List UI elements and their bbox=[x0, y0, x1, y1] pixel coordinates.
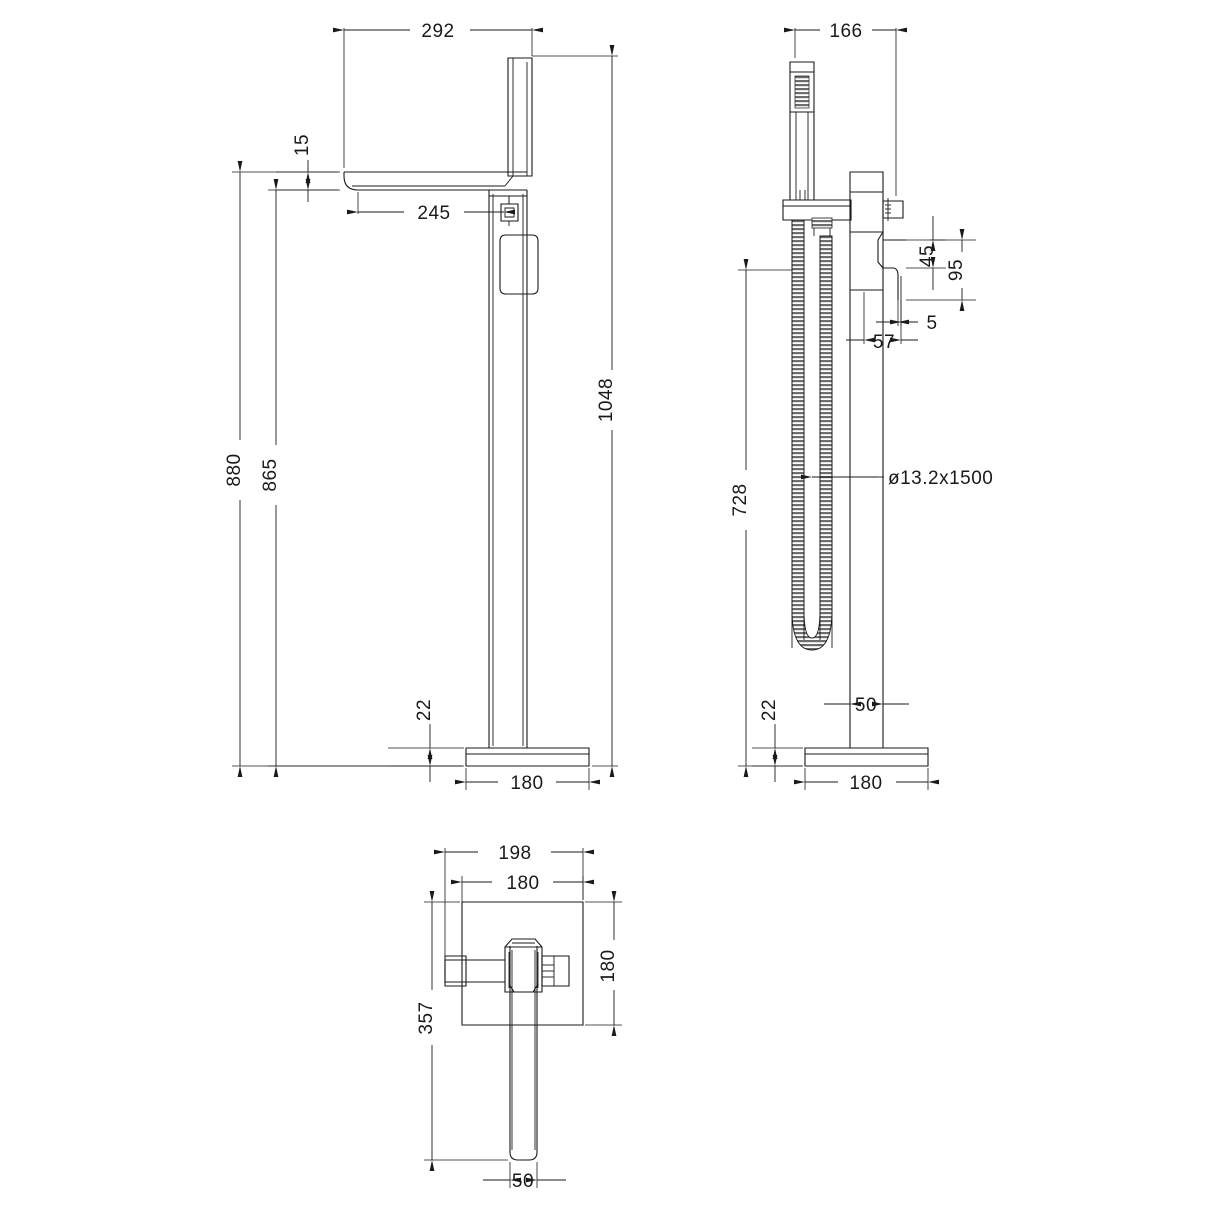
plan-column bbox=[509, 946, 538, 1161]
dim-95: 95 bbox=[906, 229, 976, 311]
dim-57: 57 bbox=[846, 292, 918, 353]
side-base-plate bbox=[804, 747, 929, 767]
dim-label-5: 5 bbox=[926, 313, 937, 334]
dim-22-left: 22 bbox=[388, 699, 464, 782]
handset-spray-face bbox=[794, 75, 810, 109]
side-spout-outlet bbox=[877, 231, 906, 300]
dim-label-357: 357 bbox=[416, 1001, 437, 1034]
view-side-elevation: 166 45 95 bbox=[730, 21, 993, 794]
dim-198: 198 bbox=[434, 843, 594, 956]
dim-180-plan-side: 180 bbox=[585, 891, 622, 1036]
dim-label-198: 198 bbox=[498, 843, 531, 864]
dim-label-865: 865 bbox=[260, 458, 281, 491]
dim-50-right: 50 bbox=[824, 690, 909, 748]
dim-357: 357 bbox=[416, 891, 508, 1171]
dim-label-728: 728 bbox=[730, 483, 751, 516]
front-spout-outlet bbox=[500, 196, 519, 226]
plan-lever-handle bbox=[541, 955, 570, 987]
plan-valve-body bbox=[504, 938, 543, 993]
dim-180-right: 180 bbox=[794, 768, 939, 794]
dim-label-180-plan-top: 180 bbox=[506, 873, 539, 894]
plan-base-plate bbox=[461, 901, 584, 1026]
hose-connector bbox=[811, 217, 833, 236]
dim-label-hose: ø13.2x1500 bbox=[888, 468, 993, 489]
dim-166: 166 bbox=[784, 21, 907, 196]
plan-spout-arm bbox=[444, 955, 505, 987]
view-front-elevation: 292 15 245 bbox=[224, 21, 618, 794]
view-plan: 198 180 180 bbox=[416, 843, 622, 1192]
dim-1048: 1048 bbox=[532, 45, 618, 777]
side-column bbox=[849, 232, 884, 748]
dim-15: 15 bbox=[276, 134, 338, 202]
dim-label-292: 292 bbox=[421, 21, 454, 42]
dim-180-plan-top: 180 bbox=[451, 873, 594, 1022]
dim-label-95: 95 bbox=[946, 259, 967, 281]
dim-label-22-right: 22 bbox=[759, 699, 780, 721]
front-lever-block bbox=[499, 234, 539, 295]
side-valve-body bbox=[849, 171, 884, 233]
dim-245: 245 bbox=[347, 192, 515, 224]
flexible-hose bbox=[791, 219, 833, 651]
dim-label-166: 166 bbox=[829, 21, 862, 42]
dim-label-45: 45 bbox=[917, 245, 938, 267]
dim-label-180-plan-side: 180 bbox=[598, 949, 619, 982]
dim-label-180-left: 180 bbox=[510, 773, 543, 794]
dim-label-50-plan: 50 bbox=[512, 1171, 534, 1192]
dim-50-plan: 50 bbox=[483, 1162, 566, 1192]
dim-label-57: 57 bbox=[873, 332, 895, 353]
dim-5: 5 bbox=[876, 300, 937, 334]
dim-292: 292 bbox=[333, 21, 543, 168]
front-spout-riser bbox=[507, 57, 533, 177]
dim-label-15: 15 bbox=[292, 134, 313, 156]
dim-45: 45 bbox=[906, 216, 946, 290]
dim-label-50-right: 50 bbox=[855, 695, 877, 716]
dim-label-880: 880 bbox=[224, 453, 245, 486]
dim-hose-spec: ø13.2x1500 bbox=[801, 468, 993, 489]
front-base-plate bbox=[465, 747, 590, 767]
front-column bbox=[488, 190, 528, 748]
dim-728: 728 bbox=[730, 259, 802, 777]
dim-865: 865 bbox=[260, 179, 462, 777]
handset bbox=[789, 61, 815, 201]
handset-holder bbox=[782, 199, 852, 221]
dim-22-right: 22 bbox=[752, 699, 803, 782]
dim-label-245: 245 bbox=[417, 203, 450, 224]
dim-label-180-right: 180 bbox=[849, 773, 882, 794]
dim-180-left: 180 bbox=[455, 768, 600, 794]
side-lever-handle bbox=[882, 198, 904, 221]
dim-label-1048: 1048 bbox=[596, 378, 617, 422]
dim-label-22-left: 22 bbox=[414, 699, 435, 721]
front-spout-arm bbox=[343, 171, 527, 191]
